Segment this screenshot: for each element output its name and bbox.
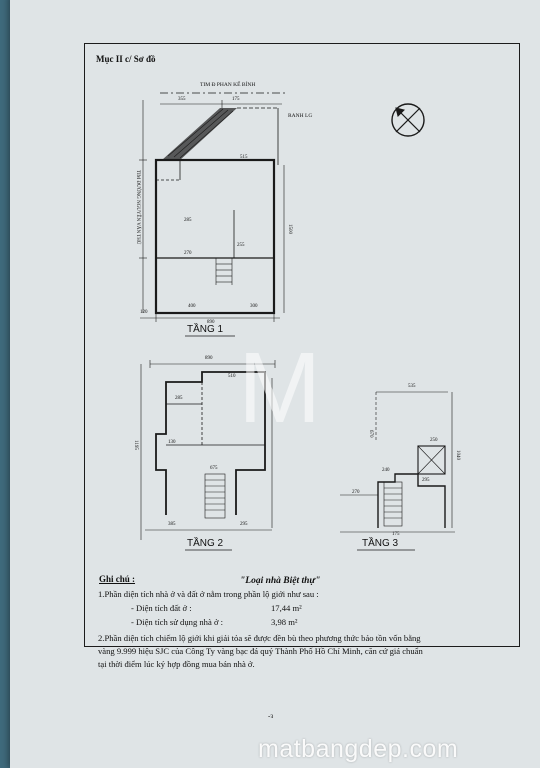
land-area-label: - Diện tích đất ở : (131, 603, 192, 613)
f3-dim-250: 250 (430, 438, 438, 443)
f1-dim-400: 400 (188, 304, 196, 309)
f3-dim-left: 670 (368, 430, 373, 438)
f1-dim-stair: 255 (237, 243, 245, 248)
use-area-label: - Diện tích sử dụng nhà ở : (131, 617, 224, 627)
page-mark: -ɜ (268, 712, 274, 720)
watermark-letter: M (238, 332, 322, 444)
floor-1-plan (139, 92, 425, 337)
f3-dim-270: 270 (352, 490, 360, 495)
f2-dim-510: 510 (228, 374, 236, 379)
f1-dim-room-2: 270 (184, 251, 192, 256)
f1-dim-inner-top: 515 (240, 155, 248, 160)
boundary-label: RANH LG (288, 113, 313, 119)
f2-dim-675: 675 (210, 466, 218, 471)
f1-side-street: TIM ĐƯỜNG NGUYỄN VĂN THỦ (135, 170, 140, 245)
note-1: 1.Phần diện tích nhà ở và đất ở nằm tron… (98, 589, 319, 599)
note-2: 2.Phần diện tích chiếm lộ giới khi giải … (98, 633, 423, 669)
floor-3-label: TẦNG 3 (362, 538, 399, 549)
notes-title: Ghi chú : (99, 574, 136, 584)
drawing-frame (84, 43, 520, 647)
document-page (10, 0, 540, 768)
f3-dim-175: 175 (392, 532, 400, 537)
floor-3-plan (340, 391, 455, 551)
f3-dim-240: 240 (382, 468, 390, 473)
f2-dim-130: 130 (168, 440, 176, 445)
floor-2-label: TẦNG 2 (187, 538, 224, 549)
f1-dim-corner: 120 (140, 310, 148, 315)
f2-dim-285: 285 (175, 396, 183, 401)
f1-dim-right: 1500 (287, 224, 292, 234)
f1-dim-300: 300 (250, 304, 258, 309)
floor-2-plan (140, 360, 276, 551)
f2-dim-top: 890 (205, 356, 213, 361)
f1-dim-top-left: 355 (178, 97, 186, 102)
section-heading: Mục II c/ Sơ đồ (96, 54, 156, 64)
f3-dim-top: 535 (408, 384, 416, 389)
f1-dim-bottom: 890 (207, 320, 215, 325)
use-area-value: 3,98 m² (271, 617, 298, 627)
house-type: "Loại nhà Biệt thự" (240, 576, 321, 586)
f1-dim-top-mid: 175 (232, 97, 240, 102)
f2-dim-385: 385 (168, 522, 176, 527)
f3-dim-right: 1040 (455, 450, 460, 460)
street-label: TIM Đ PHAN KẾ BÍNH (200, 82, 256, 88)
f1-dim-room: 285 (184, 218, 192, 223)
f2-dim-295: 295 (240, 522, 248, 527)
land-area-value: 17,44 m² (271, 603, 302, 613)
watermark-site: matbangdep.com (258, 735, 459, 763)
floor-1-label: TẦNG 1 (187, 324, 224, 335)
f3-dim-295: 295 (422, 478, 430, 483)
f2-dim-left: 1195 (133, 440, 138, 450)
